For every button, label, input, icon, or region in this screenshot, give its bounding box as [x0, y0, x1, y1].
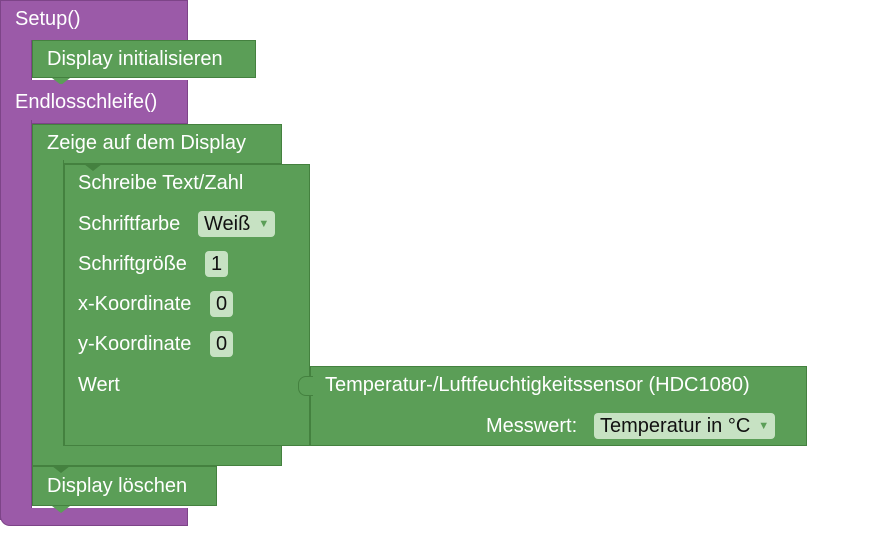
x-coordinate-label: x-Koordinate: [78, 293, 192, 315]
dropdown-arrow-icon: ▼: [258, 218, 270, 230]
display-init-notch: [52, 78, 70, 85]
setup-block[interactable]: [0, 0, 188, 46]
font-size-input[interactable]: 1: [205, 251, 229, 277]
show-on-display-spine: [32, 160, 64, 466]
write-text-notch-top: [84, 164, 102, 171]
font-color-dropdown[interactable]: Weiß ▼: [198, 211, 276, 237]
font-color-label: Schriftfarbe: [78, 213, 181, 235]
x-coordinate-input[interactable]: 0: [210, 291, 234, 317]
value-label: Wert: [78, 374, 120, 396]
write-text-label: Schreibe Text/Zahl: [78, 172, 244, 194]
loop-label: Endlosschleife(): [15, 91, 158, 113]
font-color-value: Weiß: [204, 213, 251, 235]
loop-block[interactable]: [0, 84, 188, 124]
show-on-display-label: Zeige auf dem Display: [47, 132, 246, 154]
write-text-notch-bottom: [84, 446, 102, 453]
measure-label: Messwert:: [486, 415, 578, 437]
clear-display-notch-top: [52, 466, 70, 473]
setup-label: Setup(): [15, 8, 81, 30]
sensor-block-connector: [298, 376, 313, 396]
show-on-display-footer: [32, 446, 282, 466]
display-init-label: Display initialisieren: [47, 48, 223, 70]
dropdown-arrow-icon: ▼: [758, 420, 770, 432]
show-on-display-block[interactable]: [32, 124, 282, 164]
x-coordinate-value: 0: [216, 293, 228, 315]
y-coordinate-input[interactable]: 0: [210, 331, 234, 357]
sensor-label: Temperatur-/Luftfeuchtigkeitssensor (HDC…: [325, 374, 750, 396]
y-coordinate-value: 0: [216, 333, 228, 355]
y-coordinate-label: y-Koordinate: [78, 333, 192, 355]
font-size-label: Schriftgröße: [78, 253, 187, 275]
measure-value: Temperatur in °C: [600, 415, 751, 437]
font-size-value: 1: [211, 253, 223, 275]
loop-block-spine: [0, 120, 32, 520]
loop-block-footer: [0, 508, 188, 526]
display-init-block[interactable]: [32, 40, 256, 78]
setup-block-spine: [0, 40, 32, 86]
clear-display-notch-bottom: [52, 506, 70, 513]
clear-display-label: Display löschen: [47, 475, 188, 497]
measure-dropdown[interactable]: Temperatur in °C ▼: [594, 413, 776, 439]
